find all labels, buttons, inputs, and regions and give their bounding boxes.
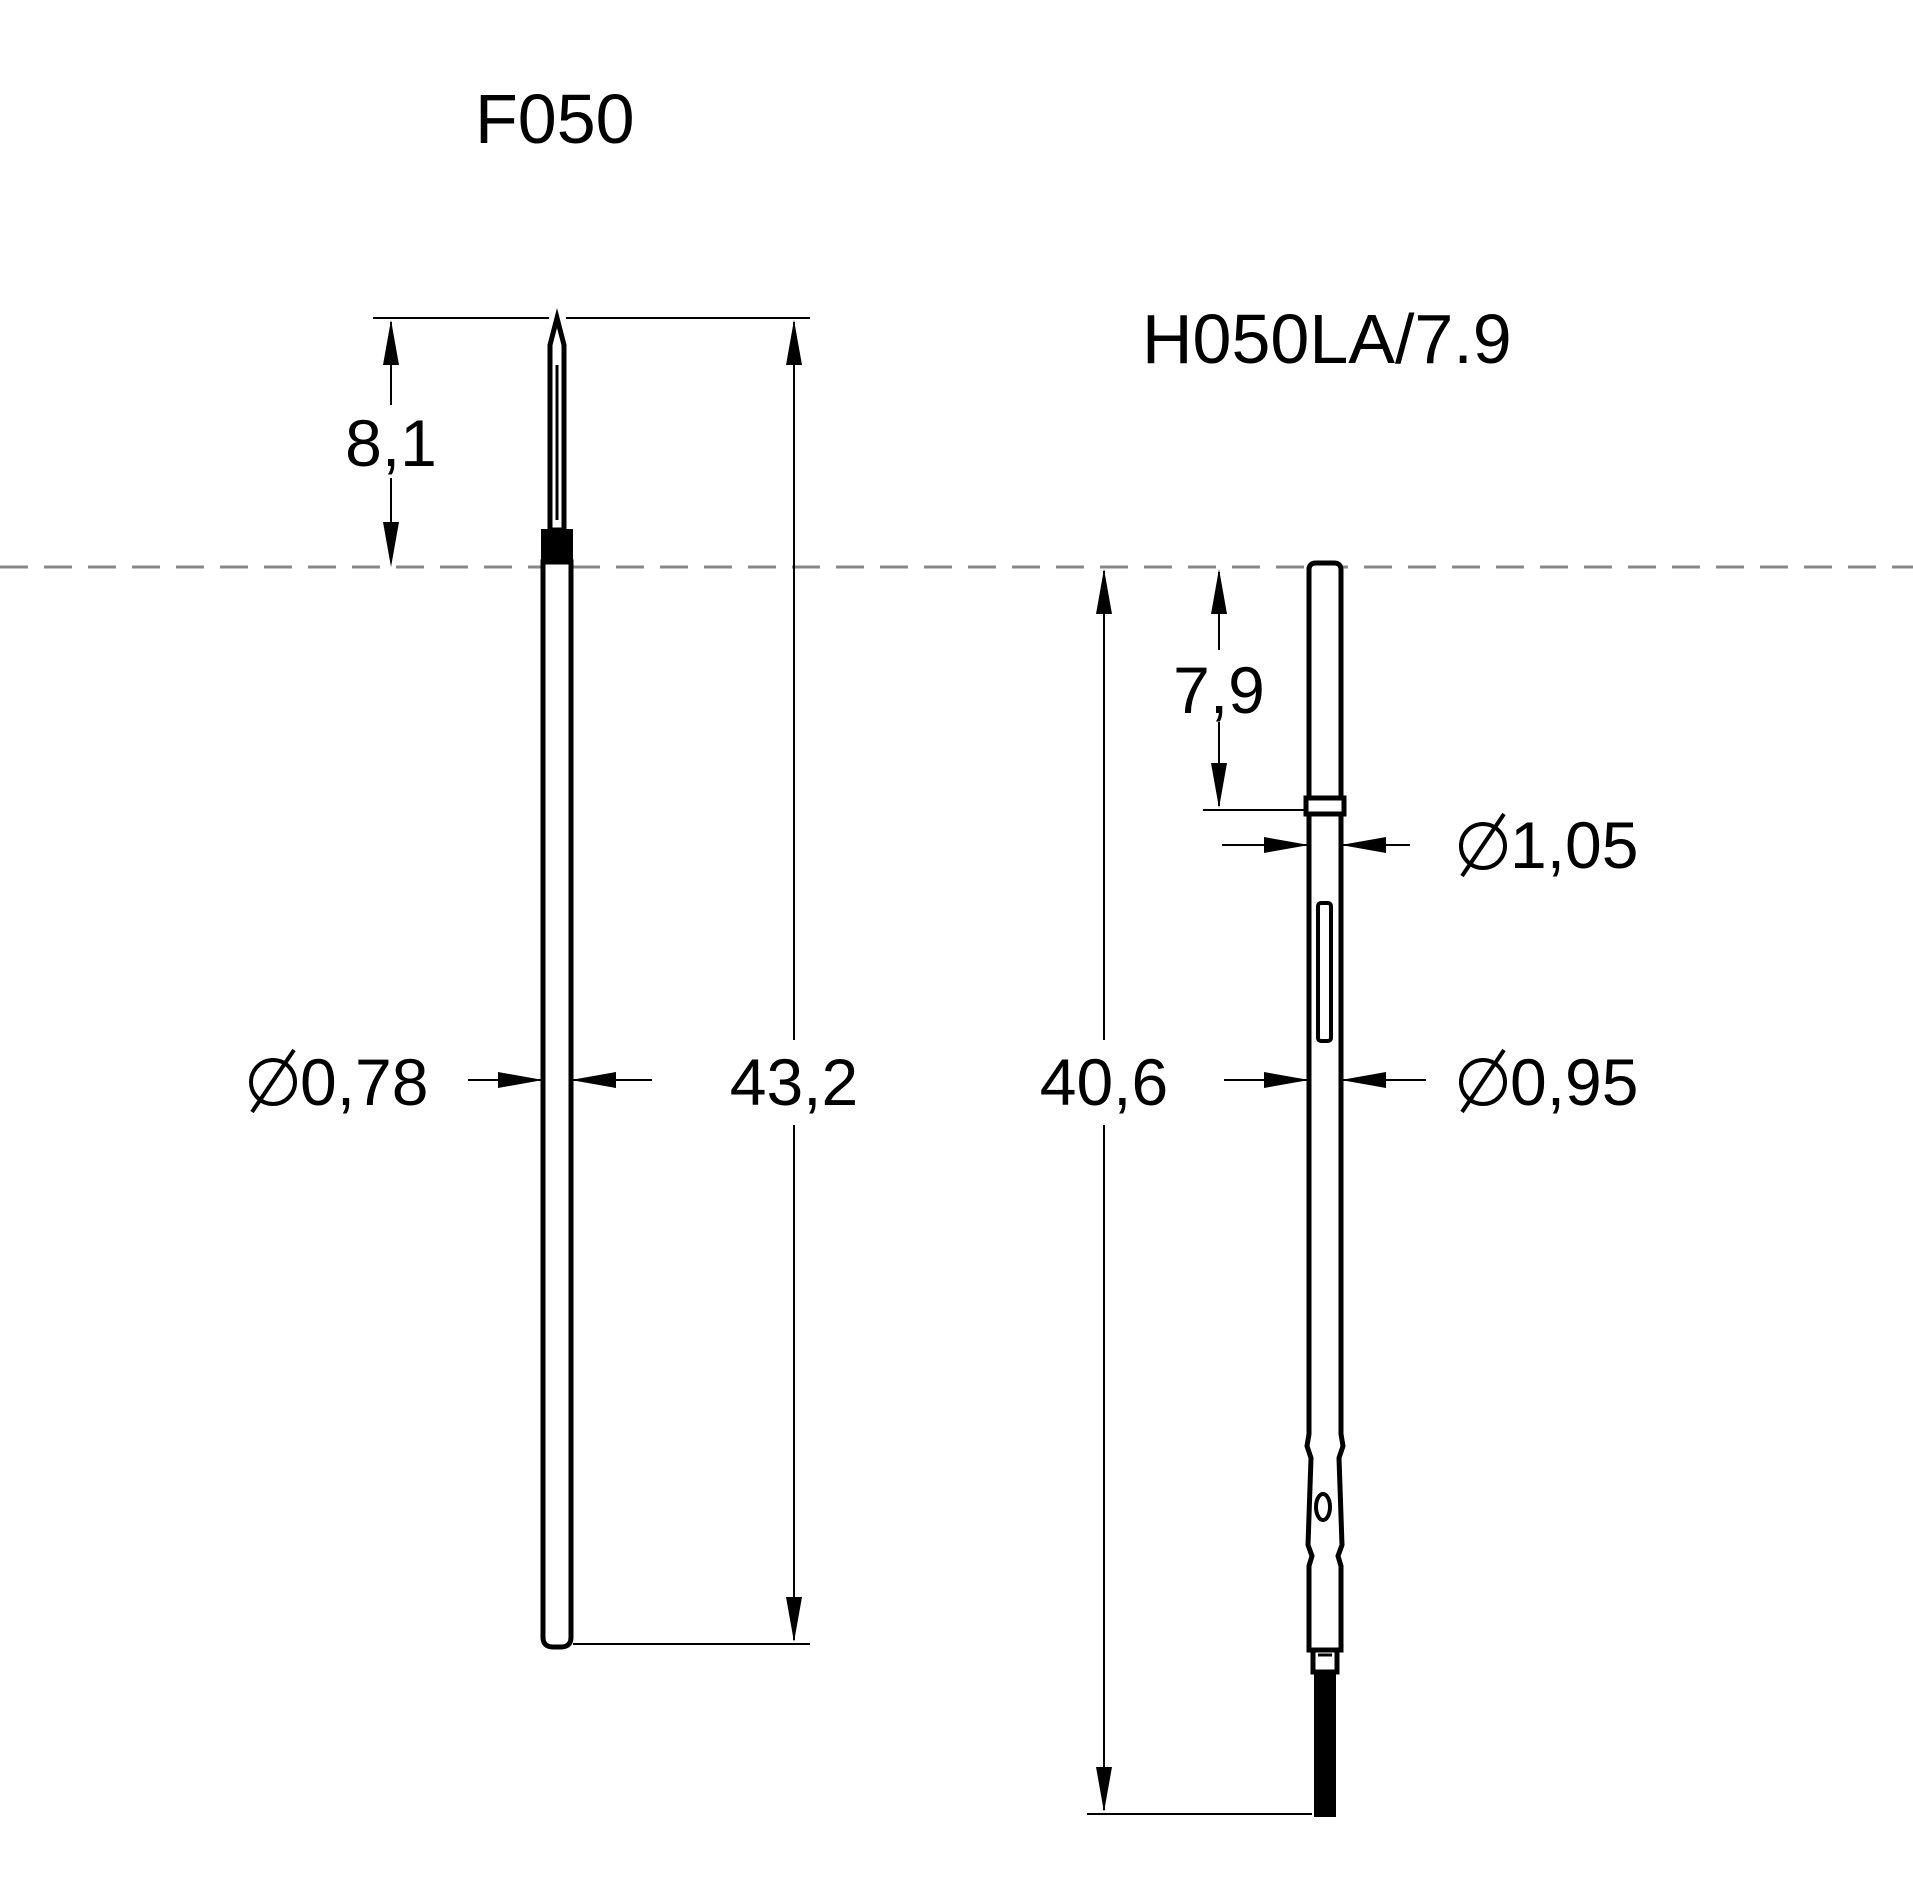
dim-diameter-left: 0,78 xyxy=(249,1045,652,1119)
dim-total-length-left: 43,2 xyxy=(566,317,858,1645)
dim-collar-diameter-text: 1,05 xyxy=(1510,808,1638,882)
dim-total-length-right-text: 40,6 xyxy=(1040,1045,1168,1119)
probe-h050la xyxy=(1303,560,1347,1817)
left-part-name: F050 xyxy=(475,80,635,158)
dim-insert-depth: 7,9 xyxy=(1173,569,1305,811)
dim-diameter-right-text: 0,95 xyxy=(1510,1045,1638,1119)
dim-diameter-left-text: 0,78 xyxy=(300,1045,428,1119)
dim-tip-length-text: 8,1 xyxy=(345,406,437,480)
dim-tip-length: 8,1 xyxy=(345,317,549,567)
dim-total-length-right: 40,6 xyxy=(1040,569,1312,1815)
dim-total-length-left-text: 43,2 xyxy=(730,1045,858,1119)
diameter-icon xyxy=(1459,1048,1507,1114)
right-part-name: H050LA/7.9 xyxy=(1142,300,1512,378)
diameter-icon xyxy=(1459,812,1507,878)
dim-insert-depth-text: 7,9 xyxy=(1173,653,1265,727)
dim-diameter-right: 0,95 xyxy=(1224,1045,1638,1119)
probe-f050 xyxy=(540,308,574,1650)
diameter-icon xyxy=(249,1048,297,1114)
dim-collar-diameter: 1,05 xyxy=(1222,808,1638,882)
